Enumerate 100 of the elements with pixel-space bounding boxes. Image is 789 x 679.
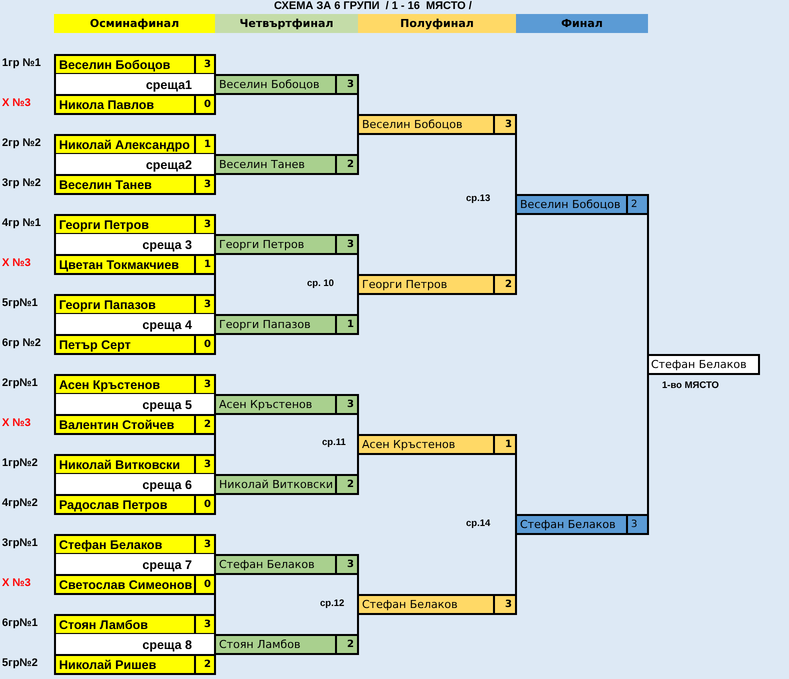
group-seed-label: 3гр №2 (2, 177, 41, 189)
player-name: Веселин Бобоцов (58, 58, 172, 72)
player-name: Никола Павлов (58, 98, 156, 112)
score: 3 (335, 556, 357, 573)
group-seed-label: 4гр №1 (2, 217, 41, 229)
score: 0 (194, 336, 214, 353)
group-seed-label: Х №3 (2, 577, 31, 589)
group-seed-label: 6гр №2 (2, 337, 41, 349)
bracket-line (357, 455, 359, 474)
score: 2 (335, 476, 357, 493)
score: 0 (194, 496, 214, 513)
group-seed-label: 5гр№2 (2, 657, 38, 669)
player-name: Георги Петров (361, 278, 448, 291)
player-name: Стефан Белаков (218, 558, 316, 571)
match-number: среща1 (54, 74, 216, 95)
score: 1 (335, 316, 357, 333)
score: 1 (493, 436, 515, 453)
player-name: Веселин Бобоцов (519, 198, 622, 211)
bracket-line (357, 415, 359, 434)
player-row (54, 134, 216, 155)
bracket-line (515, 135, 517, 194)
player-row (54, 94, 216, 115)
score: 3 (335, 396, 357, 413)
match-number: среща 3 (54, 234, 216, 255)
player-name: Стоян Ламбов (58, 618, 149, 632)
bracket-line (214, 595, 216, 614)
player-row (54, 574, 216, 595)
score: 2 (194, 416, 214, 433)
group-seed-label: 2гр№1 (2, 377, 38, 389)
match-number: среща 6 (54, 474, 216, 495)
match-number: ср.13 (466, 193, 490, 204)
match-number: среща 7 (54, 554, 216, 575)
match-number: среща2 (54, 154, 216, 175)
player-row (54, 534, 216, 555)
bracket-line (515, 215, 517, 274)
player-row (54, 454, 216, 475)
group-seed-label: 5гр№1 (2, 297, 38, 309)
player-row (54, 614, 216, 635)
group-seed-label: 2гр №2 (2, 137, 41, 149)
score: 2 (626, 196, 647, 213)
score: 0 (194, 576, 214, 593)
player-row (54, 494, 216, 515)
winner-row (214, 394, 359, 415)
bracket-line (214, 435, 216, 454)
match-number: ср.11 (322, 437, 346, 448)
winner-row (214, 554, 359, 575)
player-name: Веселин Танев (218, 158, 306, 171)
match-number: среща 5 (54, 394, 216, 415)
round-header: Четвъртфинал (215, 14, 358, 33)
score: 3 (194, 176, 214, 193)
winner-row (214, 74, 359, 95)
match-number: среща 4 (54, 314, 216, 335)
player-name: Николай Витковски (218, 478, 334, 491)
placement-label: 1-во МЯСТО (662, 380, 719, 391)
player-name: Георги Папазов (58, 298, 157, 312)
player-name: Стефан Белаков (361, 598, 459, 611)
player-name: Асен Кръстенов (58, 378, 162, 392)
player-row (54, 294, 216, 315)
group-seed-label: 4гр№2 (2, 497, 38, 509)
bracket-line (357, 575, 359, 594)
player-row (54, 214, 216, 235)
player-name: Николай Александро (58, 138, 191, 152)
group-seed-label: Х №3 (2, 97, 31, 109)
player-row (54, 254, 216, 275)
score: 3 (335, 76, 357, 93)
round-header: Финал (516, 14, 648, 33)
winner-row (357, 434, 517, 455)
round-header: Осминафинал (54, 14, 215, 33)
group-seed-label: 3гр№1 (2, 537, 38, 549)
winner-row (214, 474, 359, 495)
champion-box: Стефан Белаков (647, 354, 760, 375)
player-name: Валентин Стойчев (58, 418, 176, 432)
bracket-line (647, 375, 649, 514)
player-name: Светослав Симеонов (58, 578, 194, 592)
bracket-line (515, 455, 517, 514)
bracket-line (357, 135, 359, 154)
winner-row (214, 314, 359, 335)
bracket-line (357, 255, 359, 274)
player-row (54, 654, 216, 675)
player-row (54, 334, 216, 355)
player-name: Веселин Бобоцов (361, 118, 464, 131)
winner-row (357, 274, 517, 295)
player-name: Николай Витковски (58, 458, 182, 472)
diagram-title: СХЕМА ЗА 6 ГРУПИ / 1 - 16 МЯСТО / (274, 0, 472, 12)
winner-row (214, 634, 359, 655)
score: 3 (493, 116, 515, 133)
player-row (54, 174, 216, 195)
player-name: Веселин Бобоцов (218, 78, 320, 91)
winner-row (214, 234, 359, 255)
group-seed-label: Х №3 (2, 417, 31, 429)
player-name: Николай Ришев (58, 658, 158, 672)
player-name: Стефан Белаков (58, 538, 164, 552)
group-seed-label: Х №3 (2, 257, 31, 269)
winner-row (515, 194, 649, 215)
player-name: Стоян Ламбов (218, 638, 302, 651)
group-seed-label: 6гр№1 (2, 617, 38, 629)
match-number: ср.14 (466, 518, 490, 529)
bracket-line (647, 215, 649, 354)
bracket-line (357, 95, 359, 114)
player-name: Георги Петров (218, 238, 306, 251)
